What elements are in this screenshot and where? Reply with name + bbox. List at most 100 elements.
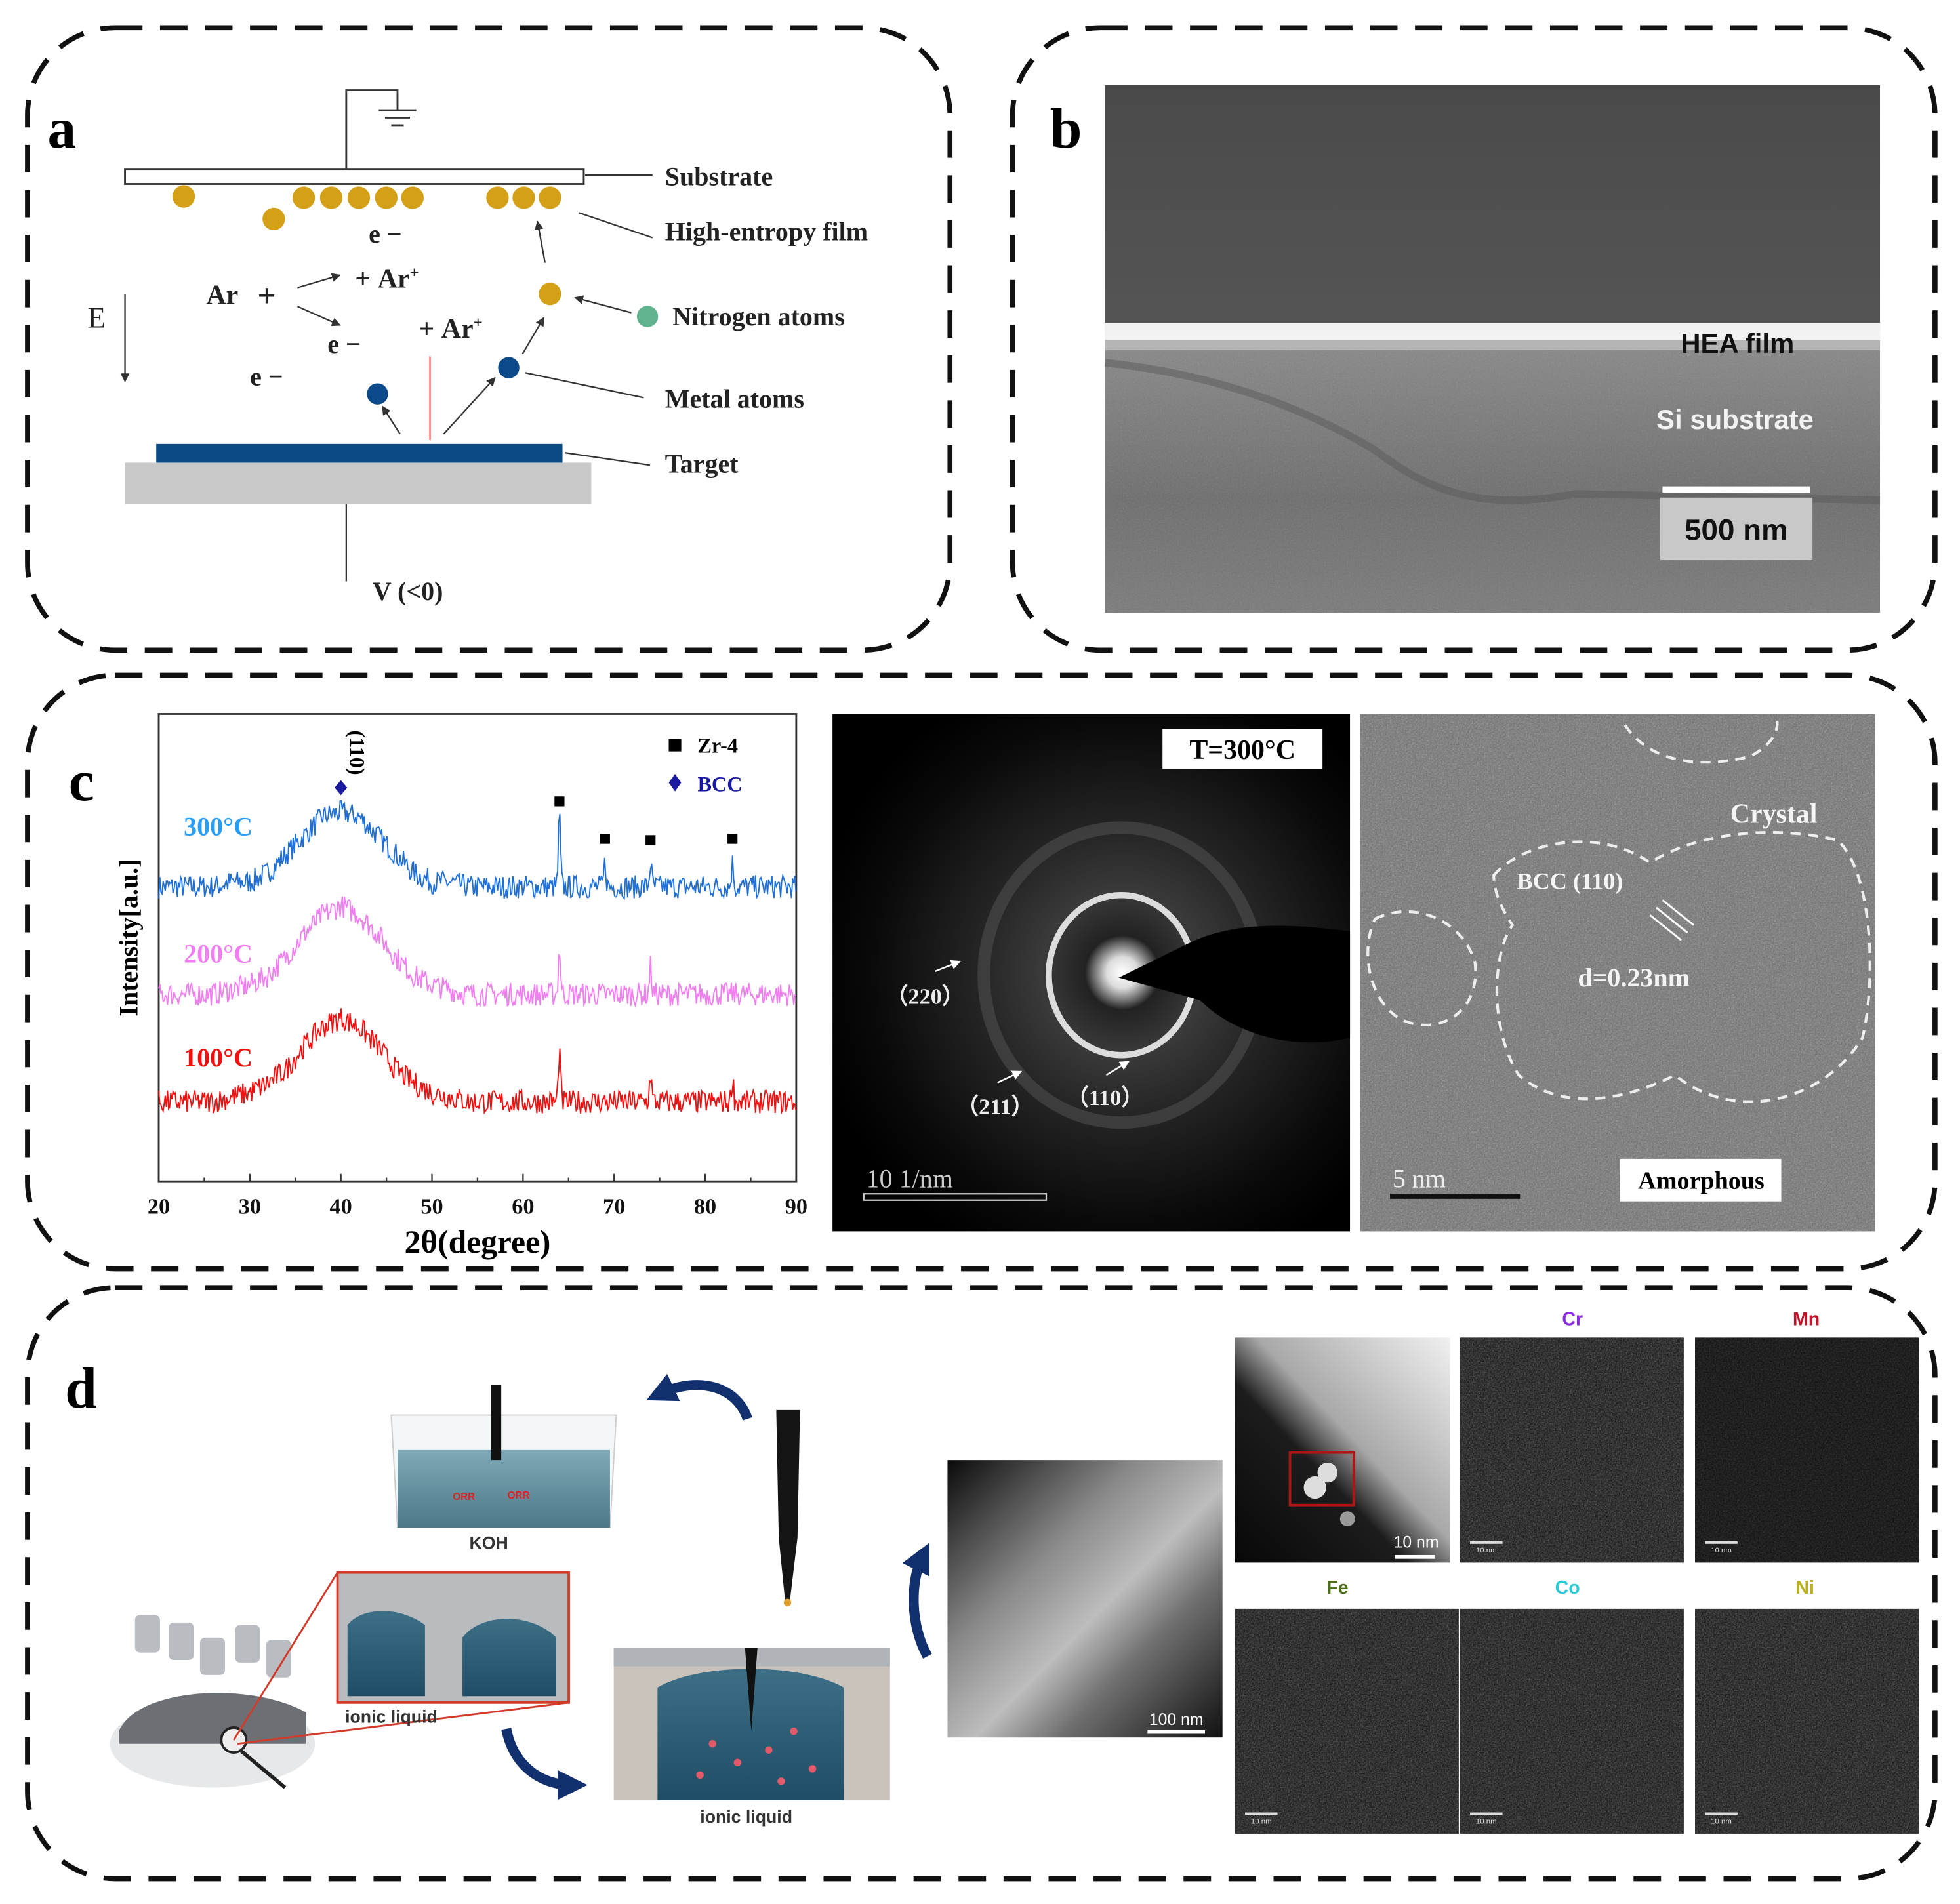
orr-label: ORR — [453, 1491, 475, 1503]
x-tick-label: 70 — [603, 1194, 625, 1219]
x-tick-label: 90 — [785, 1194, 807, 1219]
label-substrate: Substrate — [665, 161, 773, 191]
metal-atom-icon — [498, 357, 520, 378]
panel-a-sputtering-diagram: a — [47, 89, 868, 606]
series-label-300: 300°C — [184, 811, 253, 841]
ring-label-220: （220） — [886, 984, 964, 1009]
orr-label: ORR — [508, 1490, 530, 1501]
panel-d-letter: d — [65, 1356, 97, 1420]
label-field: E — [87, 301, 106, 334]
zr4-peak-marker — [645, 835, 656, 845]
panel-d-frame — [25, 1285, 1938, 1882]
label-ar: Ar — [206, 280, 238, 310]
film-atoms — [172, 185, 561, 306]
crystal-region-outline — [1492, 830, 1871, 1103]
haadf-scale-label: 10 nm — [1394, 1534, 1439, 1552]
label-nitrogen: Nitrogen atoms — [672, 302, 845, 331]
tem-scale-label: 100 nm — [1149, 1711, 1204, 1729]
label-target: Target — [665, 449, 739, 479]
hrtem-scale-label: 5 nm — [1393, 1164, 1446, 1194]
eds-element-label: Cr — [1562, 1308, 1583, 1329]
panel-d-workflow: d ORR ORR KOH — [65, 1308, 1919, 1834]
target-plate — [156, 443, 563, 463]
hrtem-scale-bar — [1390, 1194, 1521, 1199]
legend-bcc-marker — [668, 773, 682, 792]
region-of-interest-box — [1288, 1451, 1355, 1507]
d-spacing-label: d=0.23nm — [1578, 963, 1690, 992]
zr4-peak-marker — [727, 834, 738, 844]
haadf-image: 10 nm — [1235, 1337, 1450, 1563]
hea-film-layer — [1105, 323, 1881, 340]
beam-stopper — [1118, 925, 1351, 1043]
scale-bar — [1662, 486, 1810, 493]
koh-label: KOH — [469, 1533, 508, 1552]
saed-temperature: T=300°C — [1189, 735, 1296, 765]
peak-annotation-110: (110) — [345, 730, 369, 775]
xrd-series-line — [158, 800, 797, 901]
eds-element-label: Mn — [1793, 1308, 1820, 1329]
eds-element-label: Fe — [1326, 1577, 1348, 1598]
ionic-liquid-well: ionic liquid — [613, 1647, 890, 1827]
tem-image: 100 nm — [947, 1460, 1223, 1738]
legend-zr4-label: Zr-4 — [697, 735, 738, 758]
substrate-plate — [124, 168, 585, 185]
series-label-100: 100°C — [184, 1043, 253, 1072]
eds-element-label: Co — [1555, 1577, 1580, 1598]
legend-bcc-label: BCC — [697, 773, 742, 797]
series-label-200: 200°C — [184, 939, 253, 969]
panel-b-letter: b — [1050, 96, 1082, 160]
electrode-array — [110, 1571, 569, 1789]
x-tick-label: 20 — [148, 1194, 170, 1219]
nanoelectrode-probe — [776, 1409, 800, 1600]
label-plus: + — [258, 277, 276, 314]
bcc-peak-marker — [335, 780, 348, 796]
hrtem-image: Crystal BCC (110) d=0.23nm Amorphous 5 n… — [1360, 714, 1875, 1232]
xrd-series-line — [158, 896, 796, 1009]
legend-zr4-marker — [668, 739, 682, 752]
eds-scale-label: 10 nm — [1711, 1818, 1732, 1826]
eds-scale-label: 10 nm — [1476, 1818, 1497, 1826]
label-voltage: V (<0) — [373, 577, 443, 606]
electrode-tip — [491, 1385, 502, 1461]
x-tick-label: 80 — [694, 1194, 716, 1219]
metal-atom-icon — [367, 383, 388, 405]
panel-c-letter: c — [69, 749, 94, 813]
panel-b-sem-image: b HEA film Si substrate 500 nm — [1050, 85, 1881, 613]
label-metal: Metal atoms — [665, 384, 804, 414]
x-tick-label: 50 — [420, 1194, 443, 1219]
ground-icon — [378, 109, 417, 127]
trajectory-arrows — [120, 174, 653, 466]
y-axis-label: Intensity[a.u.] — [114, 859, 144, 1017]
scale-bar-label: 500 nm — [1684, 514, 1788, 547]
nitrogen-atom-icon — [636, 306, 659, 327]
x-tick-label: 30 — [239, 1194, 261, 1219]
label-film: High-entropy film — [665, 216, 868, 246]
x-axis-label: 2θ(degree) — [404, 1224, 550, 1260]
well-ionic-liquid-label: ionic liquid — [700, 1807, 792, 1827]
scale-bar-box — [1660, 497, 1813, 561]
panel-a-frame — [25, 25, 953, 653]
saed-scale-bar — [863, 1193, 1048, 1201]
panel-a-letter: a — [47, 96, 76, 160]
ring-label-211: （211） — [956, 1093, 1034, 1119]
panel-b-frame — [1010, 25, 1938, 653]
amorphous-label: Amorphous — [1638, 1167, 1765, 1195]
inset-ionic-liquid-label: ionic liquid — [345, 1707, 438, 1726]
saed-scale-label: 10 1/nm — [867, 1164, 953, 1194]
ground-wire — [345, 89, 399, 169]
saed-pattern: T=300°C （220） （211） （110） 10 1/nm — [832, 714, 1351, 1232]
process-arrows — [501, 1373, 932, 1800]
si-substrate-label: Si substrate — [1656, 404, 1814, 435]
legend: Zr-4 BCC — [668, 735, 743, 797]
label-ar-ion-1: + Ar+ — [355, 264, 419, 294]
zr4-peak-marker — [554, 796, 565, 807]
x-tick-label: 40 — [330, 1194, 352, 1219]
panel-c-frame — [25, 672, 1938, 1272]
